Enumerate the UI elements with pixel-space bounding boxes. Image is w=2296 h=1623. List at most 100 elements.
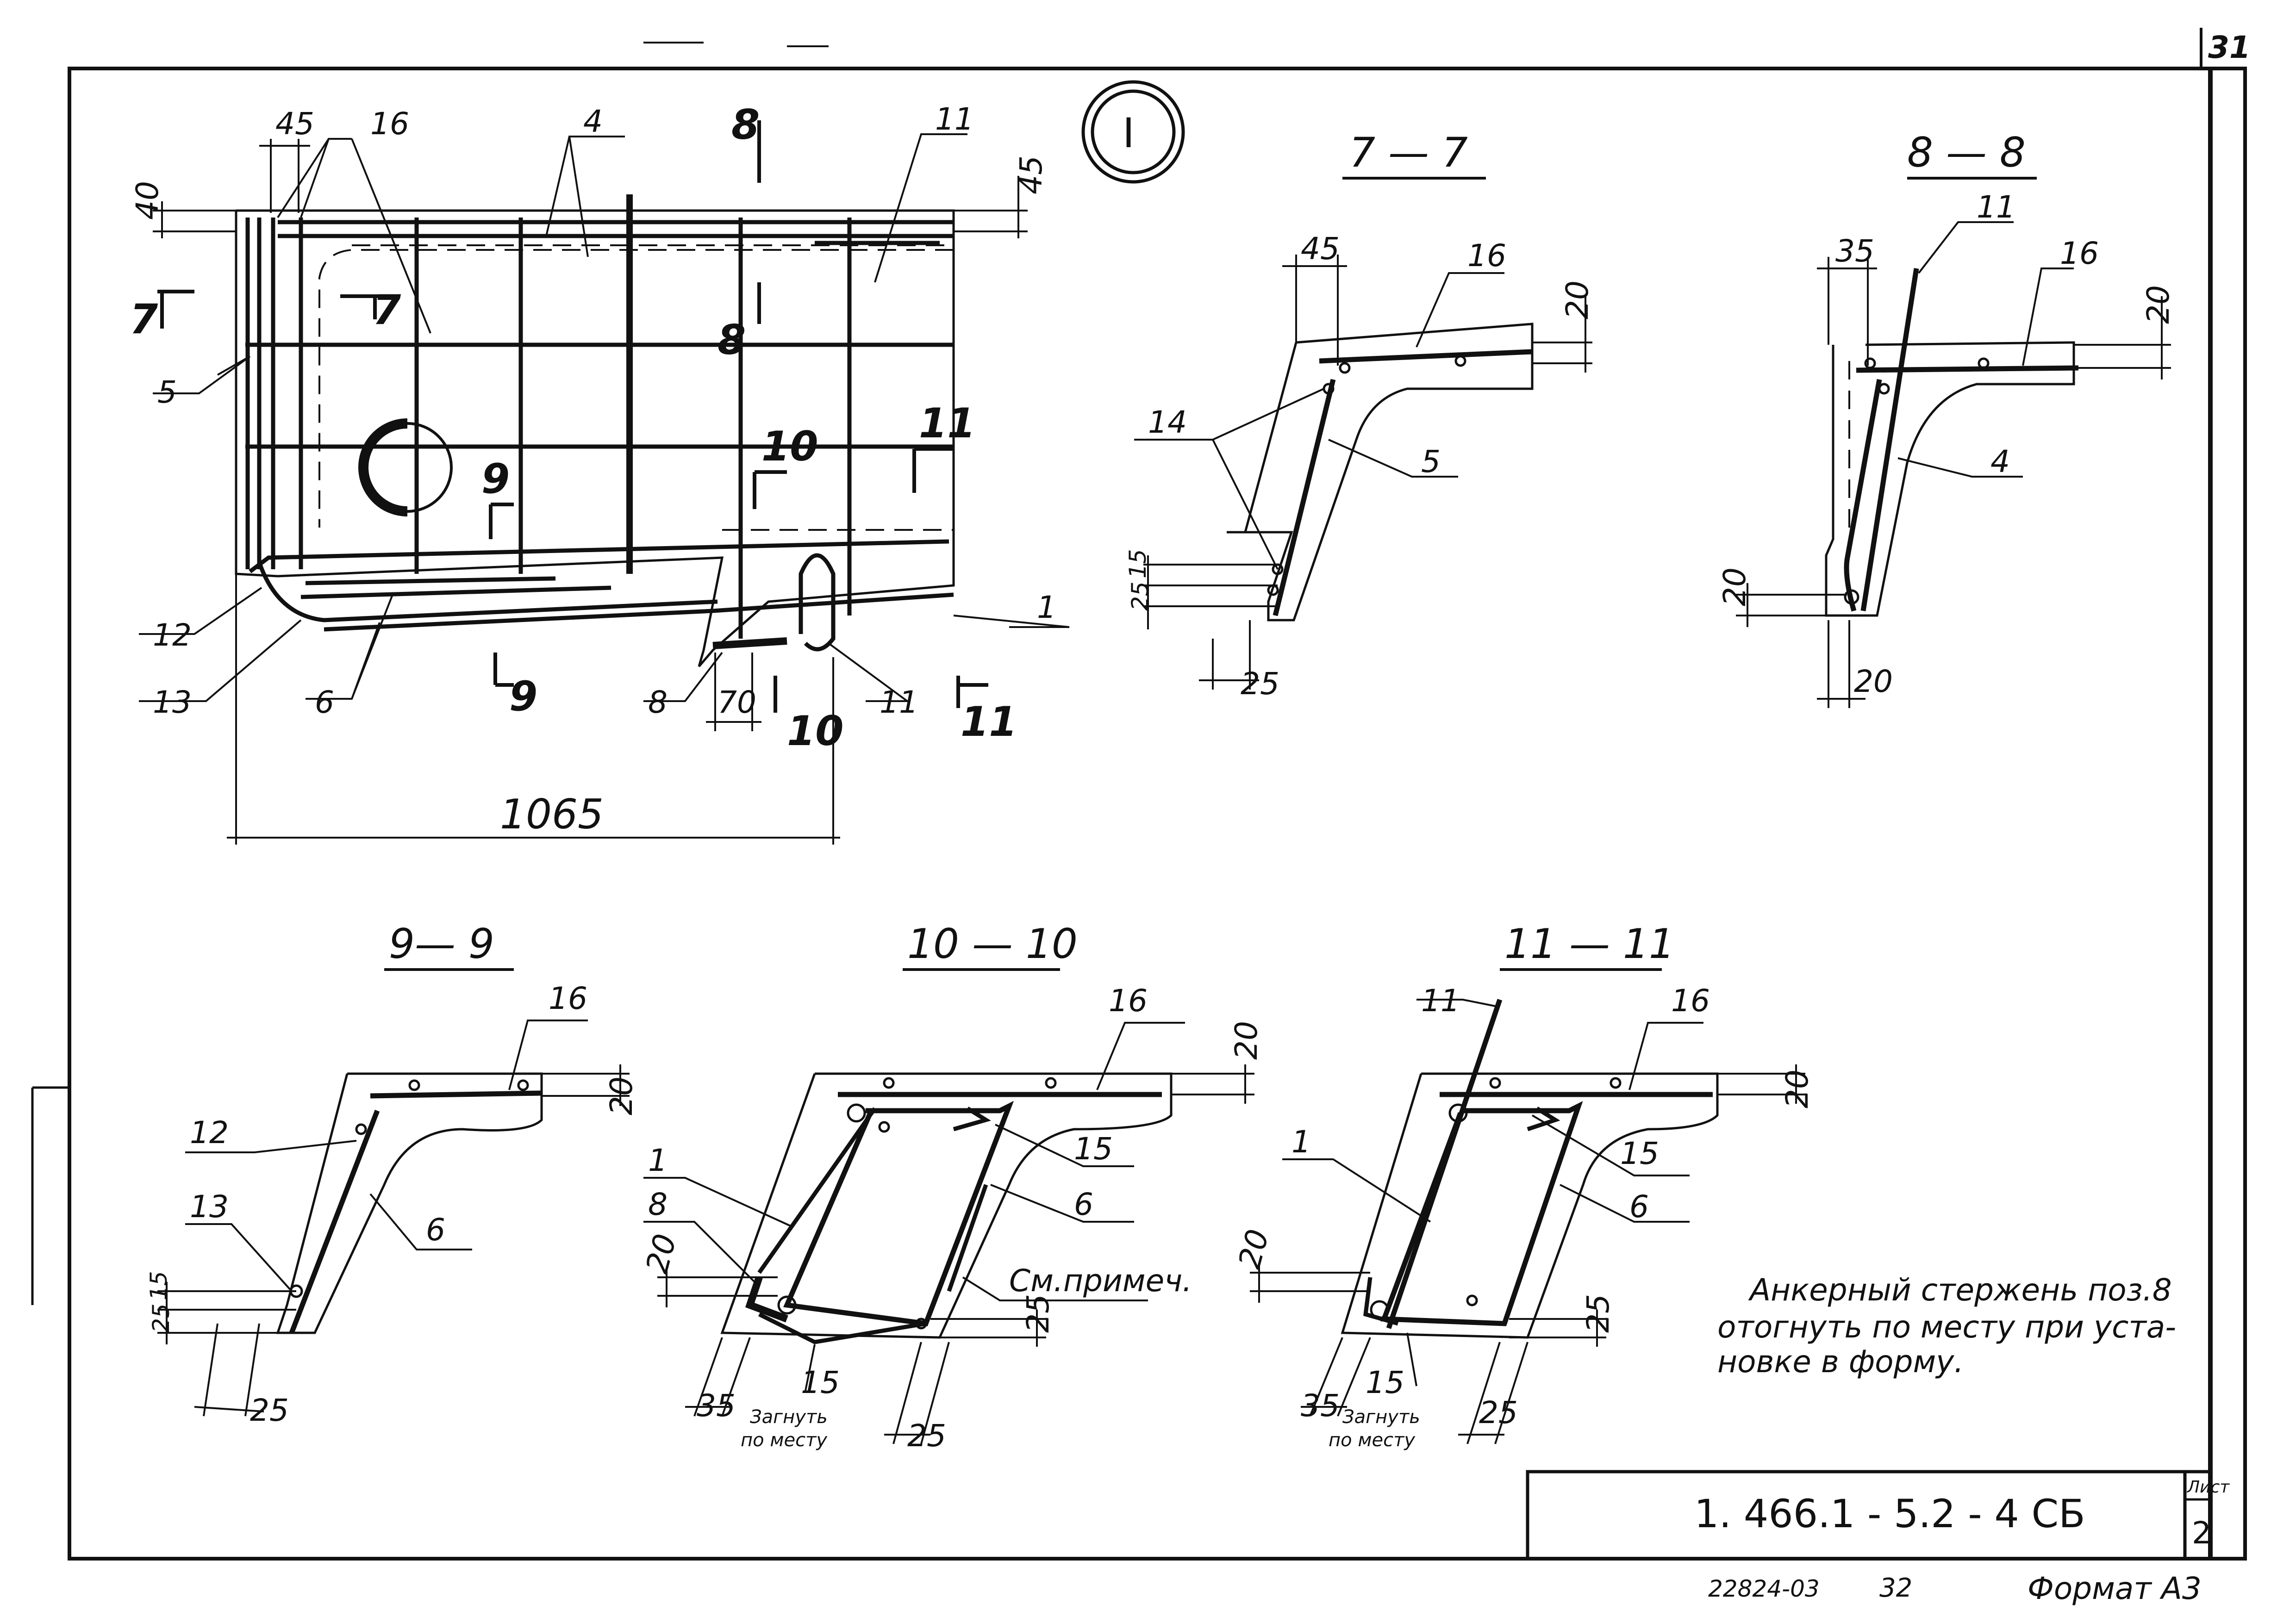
plan-pos-8: 8 [648, 684, 668, 720]
plan-dim-45-top: 45 [275, 106, 314, 142]
cut-10-mid: 10 [761, 423, 818, 470]
s99-leaders [185, 1020, 588, 1292]
plan-pos-1: 1 [1037, 590, 1056, 625]
s88-bar-16 [1856, 365, 2079, 373]
s1010-stirrup [783, 1101, 1014, 1327]
plan-pos-6: 6 [315, 684, 334, 720]
s99-dim-20: 20 [604, 1076, 639, 1115]
s1010-dim-35: 35 [697, 1388, 736, 1424]
s1111-bend-line1: Загнуть [1342, 1406, 1420, 1428]
s1111-dots [1370, 1077, 1622, 1319]
s1010-pos-6: 6 [1074, 1187, 1093, 1222]
s88-outline [1825, 341, 2075, 617]
plan-dim-45-right: 45 [1013, 155, 1049, 194]
s88-dim-20a: 20 [2140, 285, 2176, 324]
section-9-9 [157, 1020, 630, 1417]
sheet-label: Лист [2186, 1478, 2230, 1497]
s1010-bar-1 [757, 1107, 877, 1274]
s1111-bend-line2: по месту [1329, 1430, 1416, 1451]
s77-dim-45: 45 [1301, 231, 1340, 267]
s1111-pos-1: 1 [1292, 1124, 1311, 1160]
s1010-pos-1: 1 [648, 1143, 668, 1178]
section-7-7 [1134, 255, 1592, 690]
s1111-dim-25a: 25 [1580, 1294, 1616, 1333]
cut-9: 9 [481, 455, 510, 503]
detail-marker [1081, 80, 1185, 184]
s1010-pos-16: 16 [1109, 983, 1148, 1019]
s1111-pos-11: 11 [1421, 983, 1460, 1019]
note-line-2: отогнуть по месту при уста- [1717, 1309, 2176, 1345]
s99-pos-12: 12 [190, 1115, 229, 1150]
plan-opening-shade [358, 418, 408, 516]
s77-outline [1227, 323, 1534, 622]
detail-marker-label: I [1123, 109, 1135, 157]
drawing-designation: 1. 466.1 - 5.2 - 4 СБ [1694, 1491, 2085, 1536]
plan-leaders [139, 133, 1070, 702]
s99-pos-6: 6 [426, 1212, 445, 1248]
plan-pos-5: 5 [157, 374, 177, 410]
cut-9-bottom: 9 [509, 672, 537, 720]
s1111-dim-25b: 25 [1479, 1395, 1518, 1430]
s77-dim-20: 20 [1560, 280, 1595, 319]
s1010-bar-6 [947, 1184, 988, 1292]
s1010-note-ref: См.примеч. [1009, 1263, 1192, 1299]
s99-bar-16 [370, 1090, 542, 1099]
s1010-pos-15a: 15 [1074, 1131, 1113, 1167]
section-8-8-title: 8 — 8 [1907, 129, 2026, 176]
s1111-stirrup [1380, 1101, 1583, 1326]
section-11-11 [1250, 999, 1805, 1444]
s77-pos-16: 16 [1467, 238, 1506, 274]
plan-inner-dash-path [318, 249, 954, 531]
s77-pos-14: 14 [1148, 404, 1187, 440]
plan-dim-1065: 1065 [500, 790, 604, 838]
section-7-7-title: 7 — 7 [1349, 129, 1468, 176]
vertical-bars [245, 194, 852, 639]
plan-pos-13: 13 [153, 684, 192, 720]
cut-7-left: 7 [130, 295, 158, 343]
s1111-bar-15 [1527, 1107, 1560, 1132]
s77-outline-left [1244, 342, 1298, 533]
s77-dims [1143, 255, 1592, 690]
s1111-bend [1363, 1277, 1399, 1326]
s88-bar-4 [1844, 379, 1882, 612]
s1010-leaders [643, 1022, 1185, 1391]
s1111-pos-15a: 15 [1620, 1136, 1659, 1171]
s1111-pos-16: 16 [1671, 983, 1710, 1019]
s88-dim-20b: 20 [1717, 567, 1753, 606]
s99-dim-25b: 25 [250, 1393, 289, 1428]
plan-dim-40: 40 [130, 181, 165, 220]
s1111-dims [1250, 1064, 1805, 1444]
s1010-bend-line2: по месту [741, 1430, 828, 1451]
s99-dims [157, 1064, 630, 1417]
plan-pos-11-bottom: 11 [880, 684, 918, 720]
corner-sheet-number: 31 [2208, 30, 2251, 65]
s88-pos-11: 11 [1977, 189, 2015, 225]
s88-dim-35: 35 [1835, 233, 1874, 269]
sheet-value: 2 [2192, 1515, 2211, 1551]
plan-pos-4: 4 [583, 104, 603, 139]
s77-bar-16 [1319, 349, 1533, 364]
section-11-11-title: 11 — 11 [1504, 920, 1675, 968]
s88-dim-20c: 20 [1854, 664, 1893, 699]
s1010-dims [657, 1064, 1254, 1444]
plan-pos-11-top: 11 [935, 101, 974, 137]
sheet-frame [31, 28, 2247, 1561]
plan-dimensions [153, 139, 1028, 845]
s77-bar-5 [1273, 379, 1336, 616]
note-block: Анкерный стержень поз.8 отогнуть по мест… [1717, 1272, 2176, 1380]
s1010-pos-15b: 15 [801, 1365, 840, 1400]
s99-dim-15: 15 [145, 1271, 172, 1300]
s1010-dots [777, 1077, 1057, 1330]
footer-inventory: 22824-03 [1708, 1575, 1820, 1602]
footer-format: Формат А3 [2028, 1571, 2202, 1606]
s1010-anchor-8 [745, 1276, 788, 1323]
s1010-dim-25a: 25 [1020, 1294, 1056, 1333]
s1010-dim-20b: 20 [639, 1230, 683, 1277]
loop-bar-11 [799, 553, 836, 652]
section-8-8 [1736, 221, 2171, 708]
title-block [1526, 1470, 2212, 1561]
s99-dots [289, 1079, 529, 1298]
s1010-bar-15 [953, 1107, 991, 1132]
section-9-9-title: 9— 9 [389, 920, 494, 968]
